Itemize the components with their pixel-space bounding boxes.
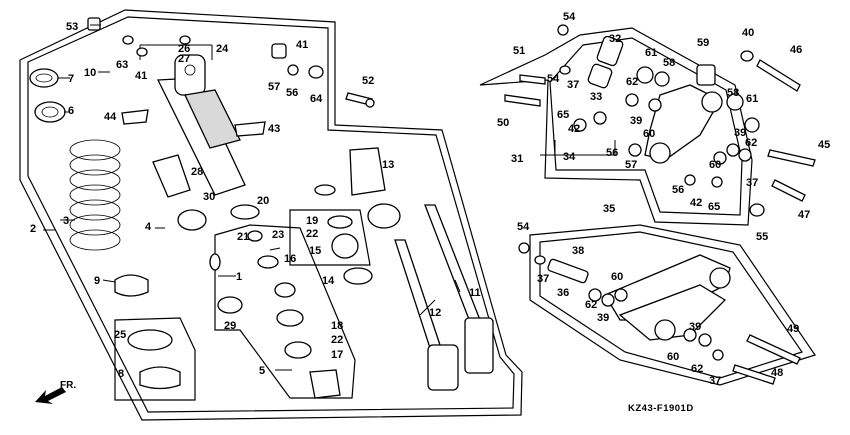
part-number-label: 34 [563, 151, 576, 163]
part-number-label: 22 [306, 228, 318, 240]
part-number-label: 62 [691, 363, 703, 375]
part-number-label: 24 [216, 43, 229, 55]
part-number-label: 18 [331, 320, 343, 332]
shock-absorber-group [19, 9, 523, 421]
part-number-label: 35 [603, 203, 615, 215]
part-number-label: 23 [272, 229, 284, 241]
part-number-label: 32 [609, 33, 621, 45]
part-number-label: 30 [203, 191, 215, 203]
part-number-label: 65 [557, 109, 569, 121]
part-number-label: 12 [429, 307, 441, 319]
part-number-label: 44 [104, 111, 117, 123]
part-number-label: 1 [236, 271, 242, 283]
part-number-label: 27 [178, 53, 190, 65]
part-number-label: 56 [606, 147, 618, 159]
direction-label: FR. [60, 380, 76, 391]
part-number-label: 55 [756, 231, 768, 243]
part-number-label: 43 [268, 123, 280, 135]
part-number-label: 31 [511, 153, 523, 165]
part-number-label: 6 [68, 105, 74, 117]
part-number-label: 57 [268, 81, 280, 93]
part-number-label: 62 [626, 76, 638, 88]
part-number-label: 15 [309, 245, 321, 257]
part-number-label: 45 [818, 139, 830, 151]
part-number-label: 37 [537, 273, 549, 285]
part-number-label: 64 [310, 93, 323, 105]
part-number-label: 9 [94, 275, 100, 287]
part-number-label: 4 [145, 221, 152, 233]
part-number-label: 58 [727, 87, 739, 99]
part-number-label: 56 [672, 184, 684, 196]
part-number-label: 54 [547, 73, 560, 85]
part-number-label: 3 [63, 215, 69, 227]
diagram-code: KZ43-F1901D [628, 403, 694, 414]
part-number-label: 21 [237, 231, 249, 243]
part-number-label: 8 [118, 368, 124, 380]
part-number-label: 29 [224, 320, 236, 332]
part-number-label: 58 [663, 57, 675, 69]
part-number-label: 20 [257, 195, 269, 207]
part-number-label: 42 [690, 197, 702, 209]
part-number-label: 53 [66, 21, 78, 33]
part-number-label: 46 [790, 44, 802, 56]
part-number-label: 41 [296, 39, 308, 51]
part-number-label: 65 [708, 201, 720, 213]
part-number-label: 14 [322, 275, 335, 287]
part-number-label: 19 [306, 215, 318, 227]
part-number-label: 2 [30, 223, 36, 235]
part-number-label: 62 [745, 137, 757, 149]
part-number-label: 60 [667, 351, 679, 363]
part-number-label: 50 [497, 117, 509, 129]
part-number-label: 36 [557, 287, 569, 299]
part-number-label: 52 [362, 75, 374, 87]
part-number-label: 38 [572, 245, 584, 257]
part-number-label: 60 [709, 159, 721, 171]
part-number-label: 39 [689, 321, 701, 333]
part-number-label: 26 [178, 43, 190, 55]
part-number-label: 37 [567, 79, 579, 91]
part-number-label: 10 [84, 67, 96, 79]
part-number-label: 48 [771, 367, 783, 379]
part-number-label: 37 [709, 375, 721, 387]
part-number-label: 56 [286, 87, 298, 99]
part-number-label: 49 [787, 323, 799, 335]
part-number-label: 22 [331, 334, 343, 346]
part-number-label: 16 [284, 253, 296, 265]
part-number-label: 17 [331, 349, 343, 361]
part-number-label: 57 [625, 159, 637, 171]
part-number-label: 47 [798, 209, 810, 221]
part-number-label: 59 [697, 37, 709, 49]
part-number-label: 11 [469, 287, 481, 299]
front-direction-arrow [35, 387, 66, 404]
part-number-label: 60 [643, 128, 655, 140]
part-number-label: 54 [563, 11, 576, 23]
part-number-label: 63 [116, 59, 128, 71]
part-number-label: 39 [630, 115, 642, 127]
part-number-label: 39 [597, 312, 609, 324]
part-number-label: 13 [382, 159, 394, 171]
part-number-label: 54 [517, 221, 530, 233]
part-number-label: 60 [611, 271, 623, 283]
part-number-label: 62 [585, 299, 597, 311]
part-number-label: 41 [135, 70, 147, 82]
part-number-label: 42 [568, 123, 580, 135]
part-number-label: 40 [742, 27, 754, 39]
part-number-label: 7 [68, 73, 74, 85]
part-number-label: 25 [114, 329, 126, 341]
part-number-label: 33 [590, 91, 602, 103]
part-number-label: 5 [259, 365, 265, 377]
shock-link-group [479, 24, 816, 226]
part-number-label: 51 [513, 45, 525, 57]
part-number-label: 61 [645, 47, 657, 59]
connecting-rod-group [518, 224, 816, 386]
part-number-label: 28 [191, 166, 203, 178]
part-number-label: 61 [746, 93, 758, 105]
part-number-label: 39 [734, 127, 746, 139]
part-number-label: 37 [746, 177, 758, 189]
